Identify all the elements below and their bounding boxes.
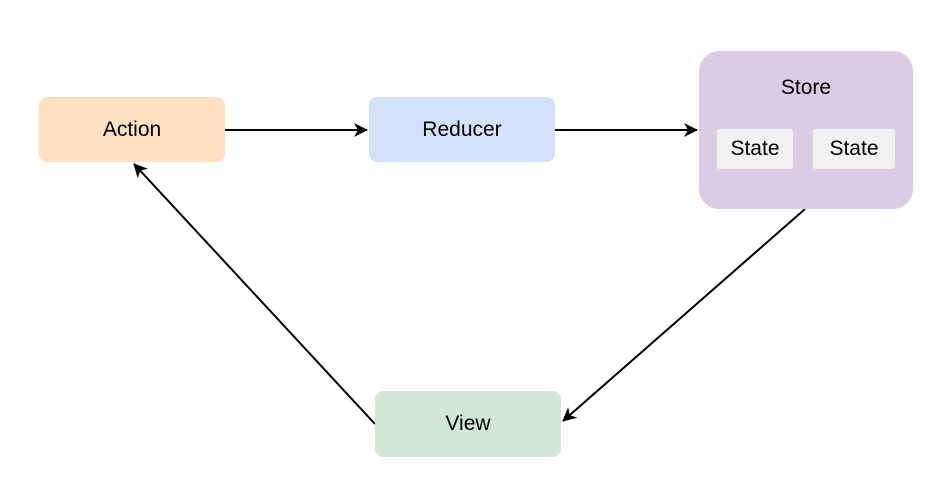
reducer-node[interactable]: Reducer bbox=[369, 97, 555, 162]
state-box[interactable]: State bbox=[813, 129, 895, 169]
view-label: View bbox=[445, 412, 491, 435]
view-node[interactable]: View bbox=[375, 391, 561, 457]
store-node[interactable]: Store State State bbox=[699, 51, 913, 209]
action-label: Action bbox=[102, 117, 162, 141]
edge-store-to-view bbox=[562, 208, 806, 422]
state-box[interactable]: State bbox=[717, 129, 793, 169]
state-label: State bbox=[730, 137, 780, 160]
edge-view-to-action bbox=[133, 163, 376, 425]
reducer-label: Reducer bbox=[422, 117, 502, 141]
store-label: Store bbox=[780, 76, 832, 99]
action-node[interactable]: Action bbox=[39, 97, 225, 162]
state-label: State bbox=[829, 137, 879, 160]
